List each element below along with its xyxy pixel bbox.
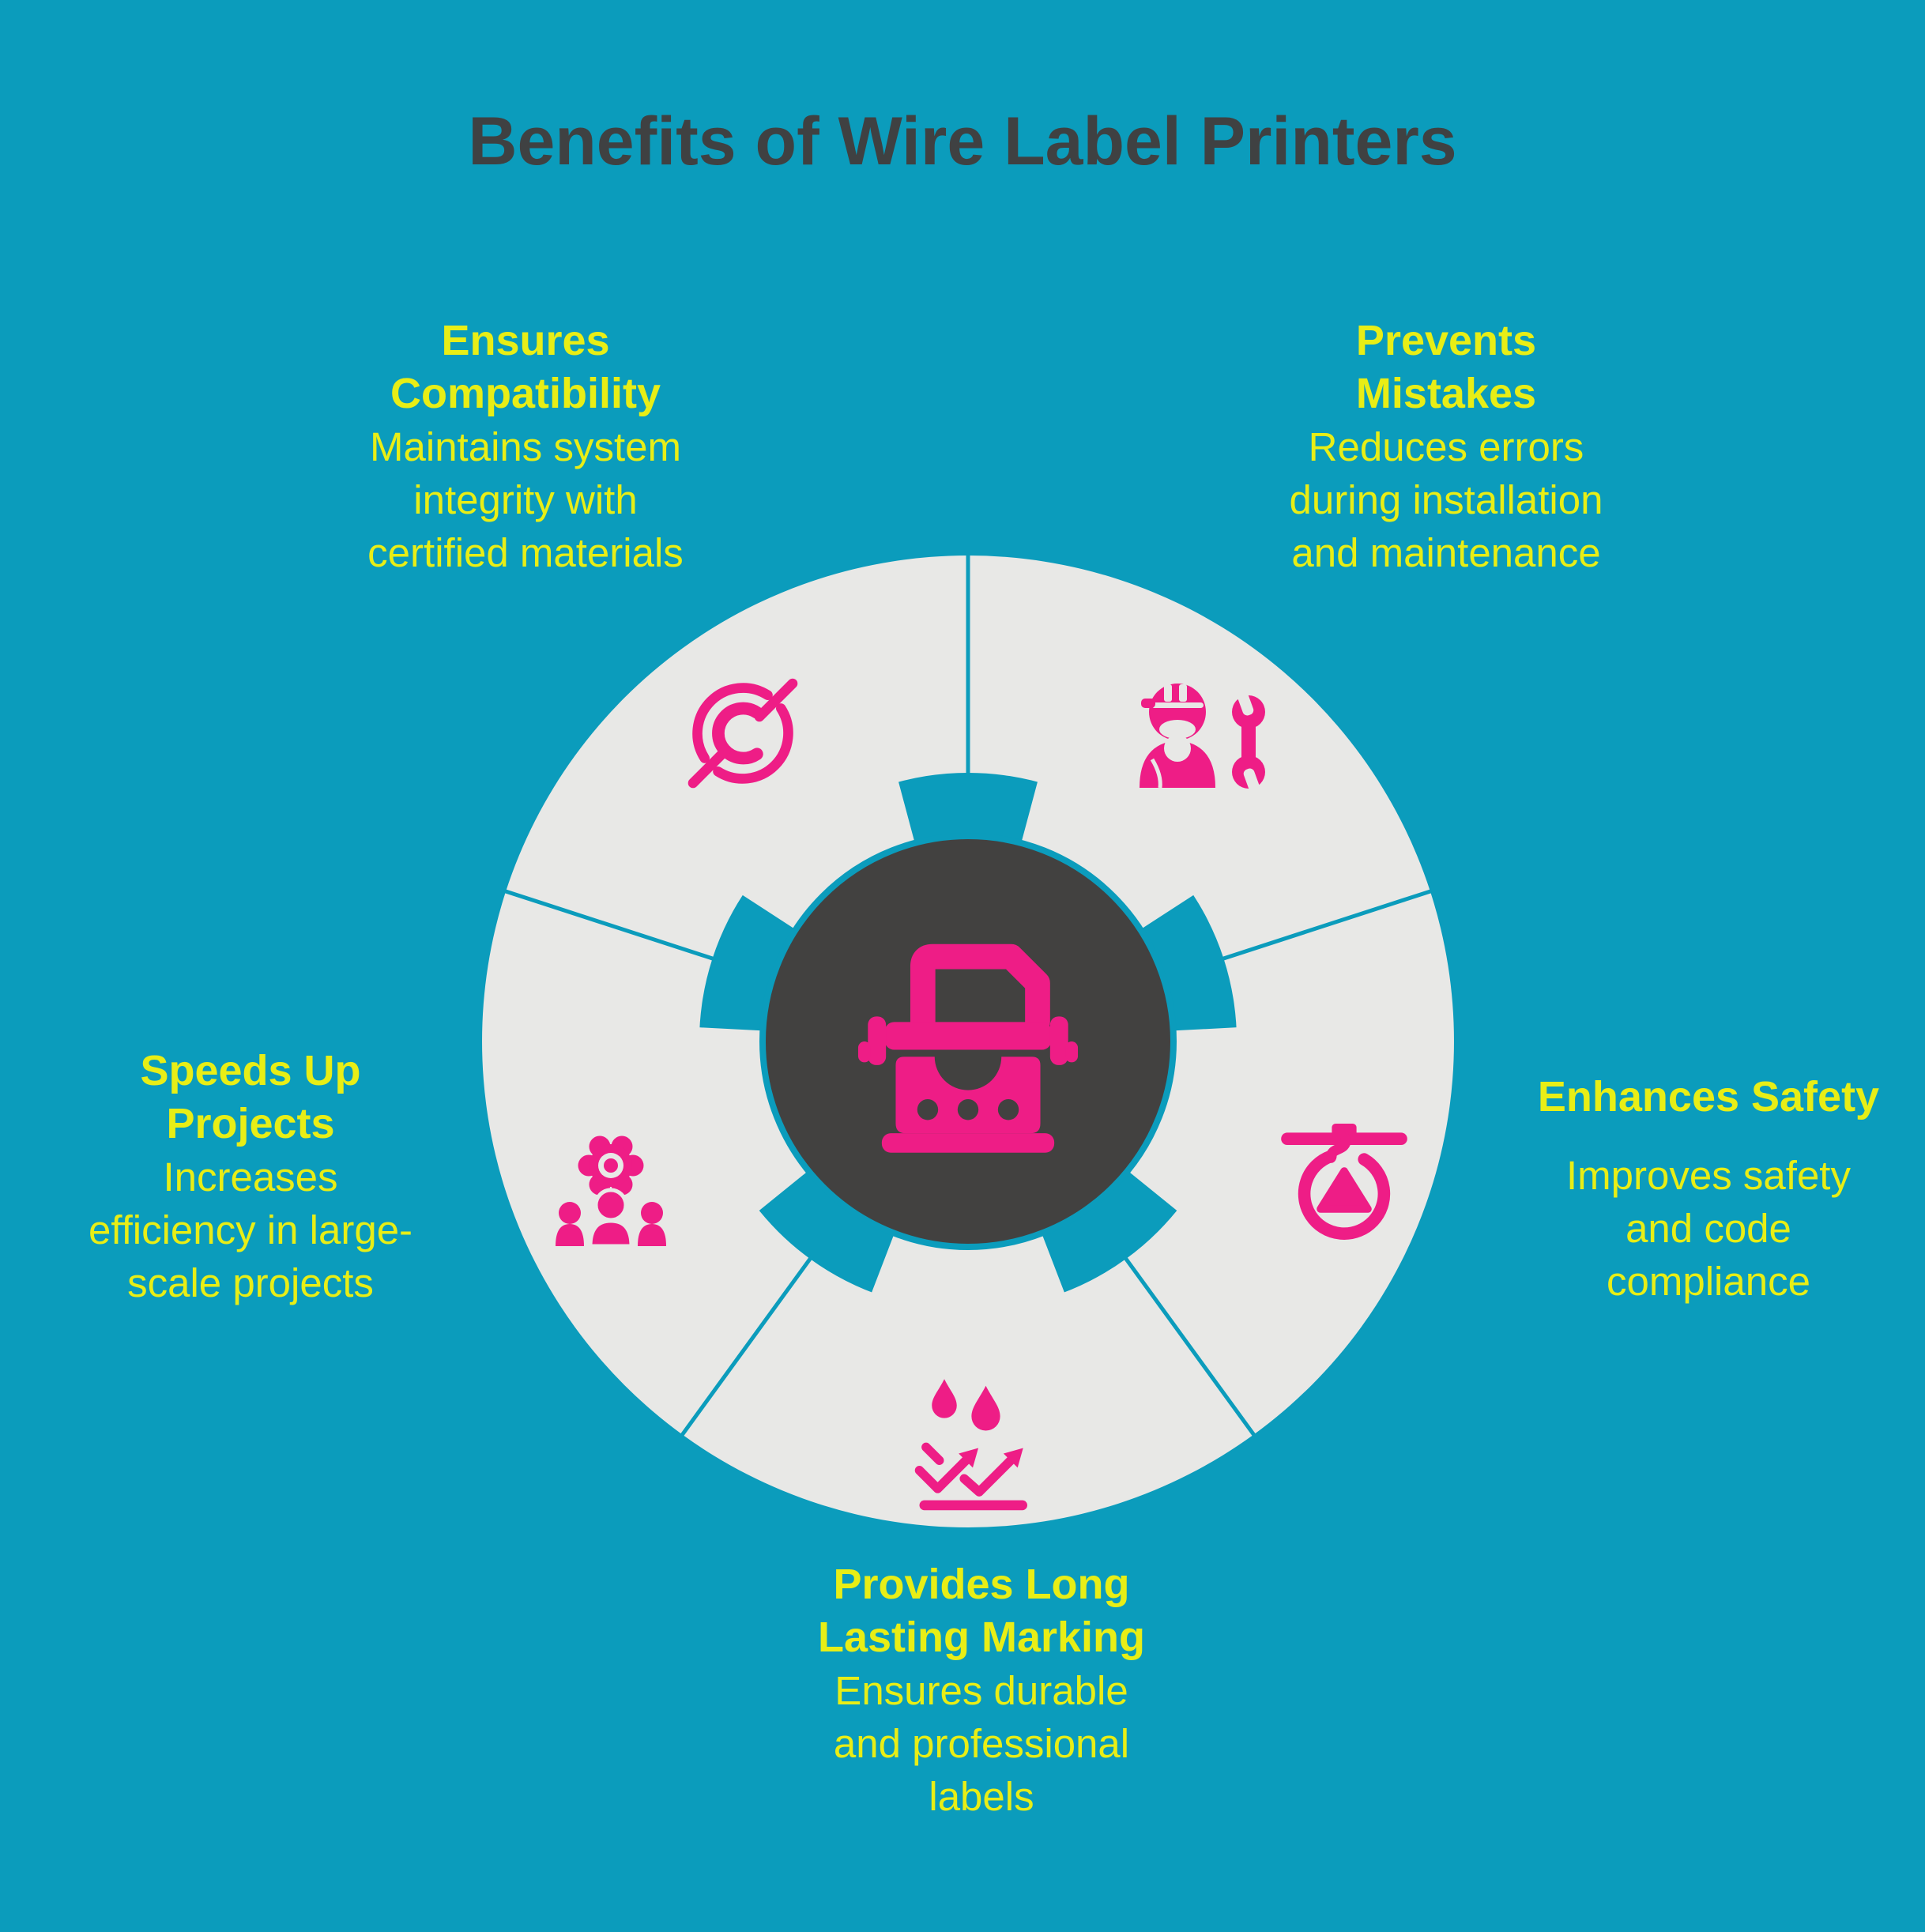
wheel-segment-tab <box>1115 1026 1241 1214</box>
toolbox-icon <box>857 943 1079 1153</box>
segment-divider <box>1219 889 1432 962</box>
benefit-heading: Ensures Compatibility <box>390 317 661 417</box>
segment-divider <box>1122 1255 1256 1437</box>
benefit-wheel <box>482 555 1454 1527</box>
benefit-heading: Provides Long Lasting Marking <box>817 1561 1146 1661</box>
benefit-body: Increases efficiency in large- scale pro… <box>88 1154 413 1305</box>
wheel-segment <box>682 1259 1254 1527</box>
benefit-heading: Prevents Mistakes <box>1355 317 1537 417</box>
benefit-speeds-up-projects: Speeds Up Projects Increases efficiency … <box>37 1045 464 1309</box>
page-title: Benefits of Wire Label Printers <box>468 104 1457 179</box>
benefit-body: Improves safety and code compliance <box>1566 1153 1851 1304</box>
benefit-prevents-mistakes: Prevents Mistakes Reduces errors during … <box>1233 314 1659 579</box>
safety-hook-icon <box>1281 1124 1407 1240</box>
benefit-body: Ensures durable and professional labels <box>833 1668 1130 1819</box>
waterproof-marking-icon <box>914 1379 1027 1511</box>
benefit-heading: Speeds Up Projects <box>140 1047 361 1147</box>
team-efficiency-gear-icon <box>556 1135 666 1248</box>
wheel-segment-tab <box>1017 777 1198 939</box>
benefit-ensures-compatibility: Ensures Compatibility Maintains system i… <box>312 314 739 579</box>
wheel-segment-tab <box>695 1026 821 1214</box>
benefit-heading: Enhances Safety <box>1537 1073 1880 1120</box>
segment-divider <box>504 889 717 962</box>
benefit-enhances-safety: Enhances Safety Improves safety and code… <box>1503 1071 1914 1308</box>
benefit-provides-long-lasting-marking: Provides Long Lasting Marking Ensures du… <box>768 1558 1195 1823</box>
wheel-segment <box>1125 891 1454 1435</box>
technician-wrench-icon <box>1140 684 1265 797</box>
segment-divider <box>680 1255 814 1437</box>
benefit-body: Reduces errors during installation and m… <box>1289 424 1603 575</box>
certified-compatibility-icon <box>688 678 798 789</box>
wheel-segment-tab <box>738 777 919 939</box>
benefit-body: Maintains system integrity with certifie… <box>367 424 684 575</box>
wheel-segment <box>482 891 811 1435</box>
